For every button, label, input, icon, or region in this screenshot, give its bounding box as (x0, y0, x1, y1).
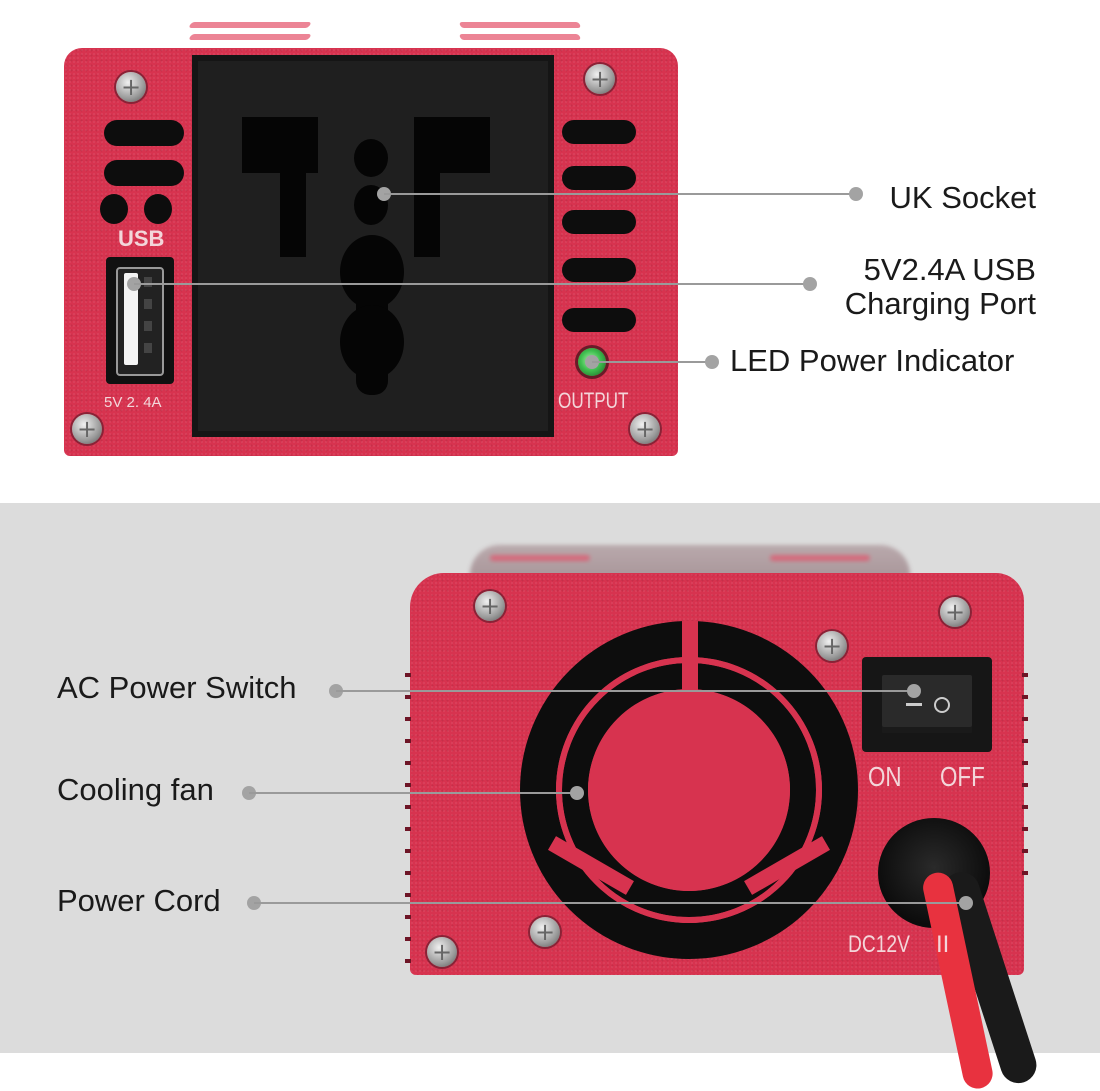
callout-label-usb-line2: Charging Port (844, 286, 1036, 321)
callout-label-usb-line1: 5V2.4A USB (863, 252, 1036, 287)
screw-icon (72, 414, 102, 444)
callout-dot-icon (705, 355, 719, 369)
side-ribs-left (405, 673, 411, 973)
switch-off-symbol-icon (934, 697, 950, 713)
output-label: OUTPUT (558, 388, 629, 413)
usb-charging-port[interactable] (106, 257, 174, 384)
callout-dot-icon (907, 684, 921, 698)
leader-line (384, 193, 854, 195)
usb-rating-label: 5V 2. 4A (104, 394, 162, 411)
ac-power-switch[interactable] (862, 657, 992, 752)
leader-line (336, 690, 914, 692)
callout-label-power-cord: Power Cord (57, 883, 221, 918)
universal-ac-socket[interactable] (192, 55, 554, 437)
front-view-panel: USB 5V 2. 4A OUTPUT (0, 0, 1100, 503)
screw-icon (116, 72, 146, 102)
screw-icon (585, 64, 615, 94)
callout-label-ac-switch: AC Power Switch (57, 670, 297, 705)
switch-on-label: ON (868, 761, 902, 792)
leader-line (254, 902, 966, 904)
callout-label-cooling-fan: Cooling fan (57, 772, 214, 807)
dc-input-label: DC12V (848, 931, 910, 958)
usb-label: USB (118, 226, 165, 251)
callout-dot-icon (849, 187, 863, 201)
dc-input-suffix: II (936, 931, 950, 958)
callout-label-uk-socket: UK Socket (889, 180, 1036, 215)
screw-icon (940, 597, 970, 627)
screw-icon (817, 631, 847, 661)
side-ribs-right (1022, 673, 1028, 893)
callout-dot-icon (803, 277, 817, 291)
leader-line (249, 792, 577, 794)
rear-view-panel: ON OFF DC12V II AC Power Switch Cooling … (0, 503, 1100, 1091)
callout-dot-icon (959, 896, 973, 910)
screw-icon (530, 917, 560, 947)
screw-icon (427, 937, 457, 967)
screw-icon (630, 414, 660, 444)
switch-on-symbol-icon (906, 703, 922, 706)
callout-label-led: LED Power Indicator (730, 343, 1015, 378)
callout-dot-icon (570, 786, 584, 800)
leader-line (592, 361, 712, 363)
leader-line (134, 283, 810, 285)
screw-icon (475, 591, 505, 621)
switch-off-label: OFF (940, 761, 985, 792)
